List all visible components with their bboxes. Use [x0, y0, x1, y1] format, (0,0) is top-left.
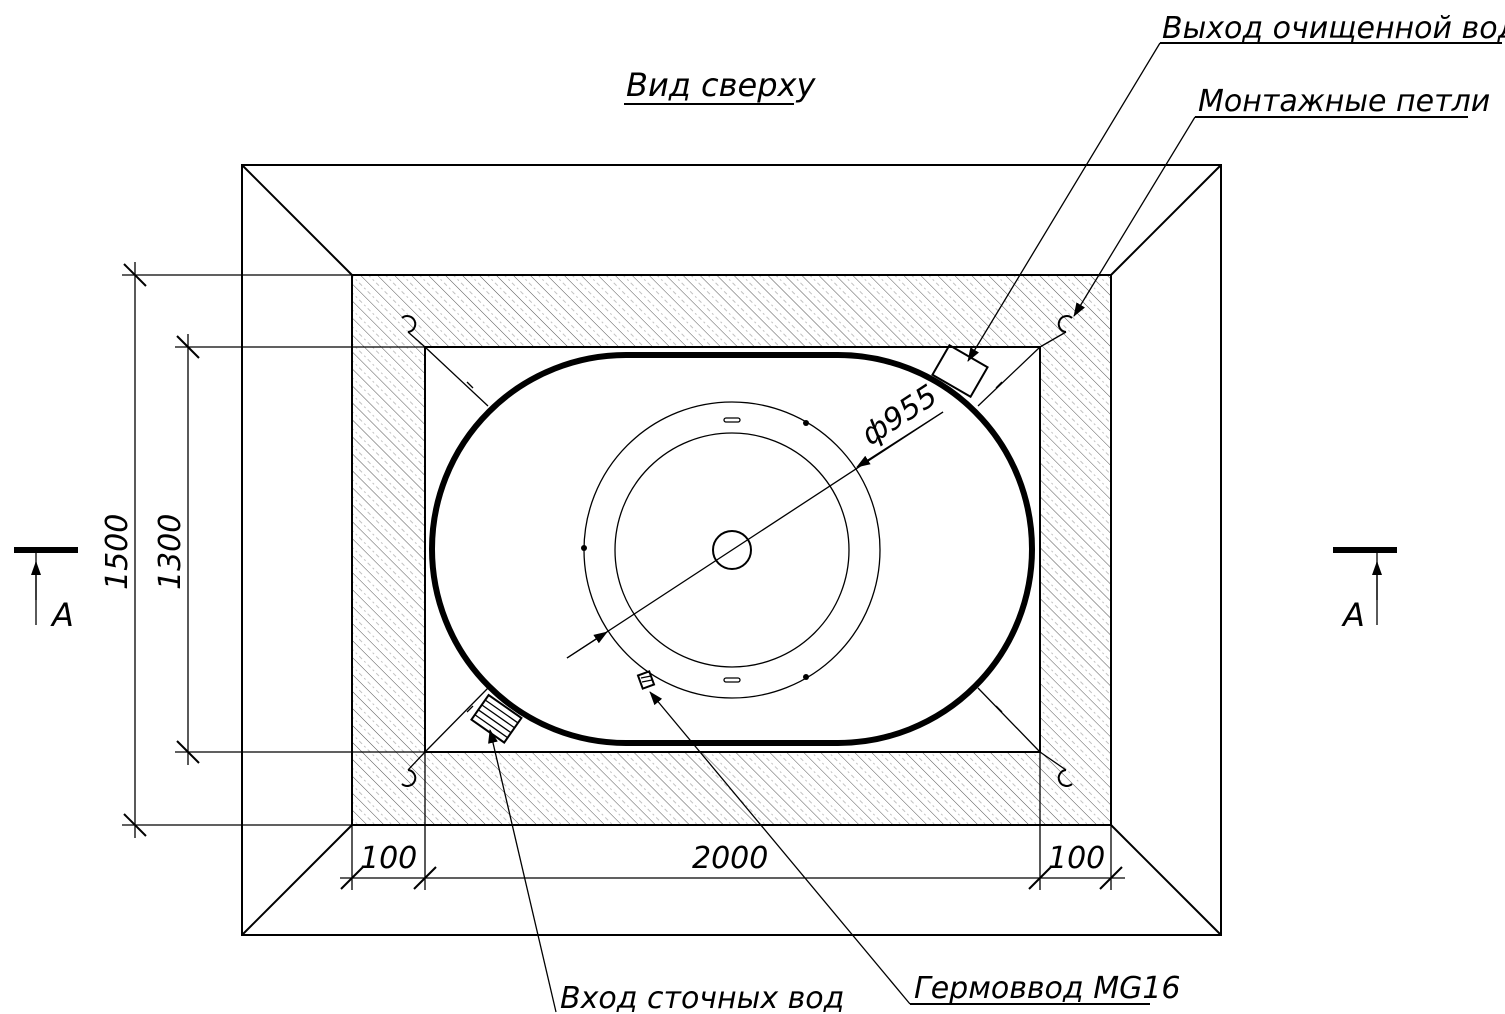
outlet-label: Выход очищенной воды [1162, 11, 1505, 46]
loop-icon-top-right [1039, 315, 1073, 348]
leader-gland: Гермоввод MG16 [649, 691, 1181, 1006]
manhole [581, 401, 881, 699]
dimension-label-100-right: 100 [1048, 841, 1105, 876]
dimension-label-2000: 2000 [692, 841, 768, 876]
loops-label: Монтажные петли [1198, 84, 1490, 119]
leader-outlet: Выход очищенной воды [967, 11, 1505, 362]
diameter-dimension: ф955 [566, 378, 944, 659]
section-marker-right: A [1333, 547, 1397, 634]
dimension-bottom: 100 2000 100 [340, 752, 1125, 890]
gland-label: Гермоввод MG16 [914, 971, 1181, 1006]
view-title: Вид сверху [624, 66, 816, 105]
inlet-label: Вход сточных вод [560, 981, 844, 1014]
tank-body [429, 352, 1035, 746]
dimension-label-1300: 1300 [153, 514, 188, 590]
dimension-1300: 1300 [153, 334, 425, 765]
leader-loops: Монтажные петли [1073, 84, 1490, 317]
mounting-loops [401, 315, 1073, 787]
leader-inlet: Вход сточных вод [488, 729, 844, 1014]
mounting-straps [424, 346, 1041, 753]
dimension-1500: 1500 [100, 262, 352, 838]
diameter-label: ф955 [855, 378, 944, 453]
section-marker-left: A [14, 547, 78, 634]
inlet-pipe [470, 693, 523, 744]
loop-icon-bottom-left [401, 751, 426, 787]
title-text: Вид сверху [626, 66, 816, 104]
section-label-right: A [1341, 596, 1365, 634]
pit-outline [241, 164, 1222, 936]
dimension-label-100-left: 100 [360, 841, 417, 876]
loop-icon-bottom-right [1039, 751, 1073, 787]
concrete-slab [351, 274, 1112, 826]
cable-gland [636, 670, 656, 690]
outlet-pipe [931, 343, 989, 399]
loop-icon-top-left [401, 315, 426, 348]
section-label-left: A [50, 596, 74, 634]
dimension-label-1500: 1500 [100, 514, 135, 590]
